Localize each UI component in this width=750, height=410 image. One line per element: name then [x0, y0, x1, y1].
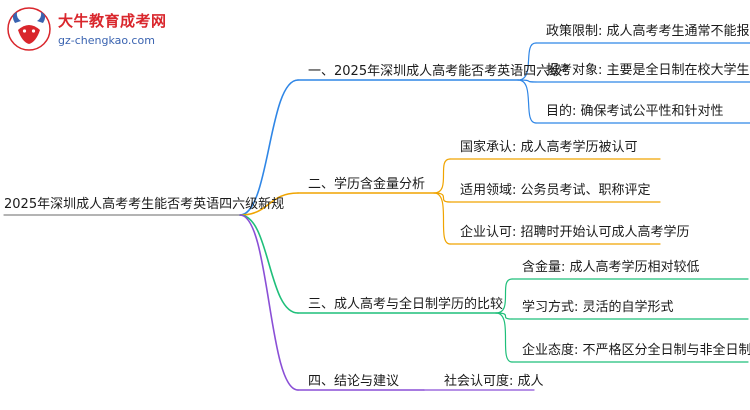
branch-1-leaf-1-connector: [517, 42, 537, 81]
branch-3-leaf-3[interactable]: 企业态度: 不严格区分全日制与非全日制学历: [522, 343, 750, 358]
branch-4-connector: [239, 214, 299, 391]
branch-1-label[interactable]: 一、2025年深圳成人高考能否考英语四六级？: [308, 64, 576, 79]
branch-1-leaf-3-connector: [517, 79, 537, 124]
branch-2-leaf-3[interactable]: 企业认可: 招聘时开始认可成人高考学历: [460, 225, 690, 240]
branch-3-connector: [239, 214, 299, 314]
branch-3-leaf-1-connector: [495, 278, 513, 314]
site-logo[interactable]: 大牛教育成考网 gz-chengkao.com: [6, 6, 176, 54]
branch-2-connector: [239, 192, 299, 216]
branch-3-leaf-2[interactable]: 学习方式: 灵活的自学形式: [522, 300, 674, 315]
branch-2-leaf-2[interactable]: 适用领域: 公务员考试、职称评定: [460, 183, 651, 198]
branch-2-label[interactable]: 二、学历含金量分析: [308, 177, 426, 192]
branch-3-leaf-1[interactable]: 含金量: 成人高考学历相对较低: [522, 260, 700, 275]
branch-4-label[interactable]: 四、结论与建议: [308, 374, 400, 389]
branch-3-leaf-3-connector: [495, 312, 513, 363]
branch-1-leaf-3[interactable]: 目的: 确保考试公平性和针对性: [546, 104, 724, 119]
branch-2-leaf-1[interactable]: 国家承认: 成人高考学历被认可: [460, 140, 638, 155]
branch-2-leaf-3-connector: [433, 192, 451, 245]
branch-1-leaf-2-connector: [517, 79, 537, 83]
branch-1-leaf-1[interactable]: 政策限制: 成人高考考生通常不能报考: [546, 24, 750, 39]
root-topic[interactable]: 2025年深圳成人高考考生能否考英语四六级新规: [4, 197, 285, 212]
branch-1-leaf-2[interactable]: 报考对象: 主要是全日制在校大学生: [546, 63, 750, 78]
branch-3-label[interactable]: 三、成人高考与全日制学历的比较: [308, 297, 504, 312]
branch-2-leaf-1-connector: [433, 158, 451, 194]
logo-url: gz-chengkao.com: [58, 34, 155, 47]
branch-4-leaf-1[interactable]: 社会认可度: 成人: [444, 374, 544, 389]
branch-1-connector: [239, 79, 299, 216]
bull-logo-icon: [7, 7, 51, 51]
logo-title: 大牛教育成考网: [58, 12, 167, 30]
